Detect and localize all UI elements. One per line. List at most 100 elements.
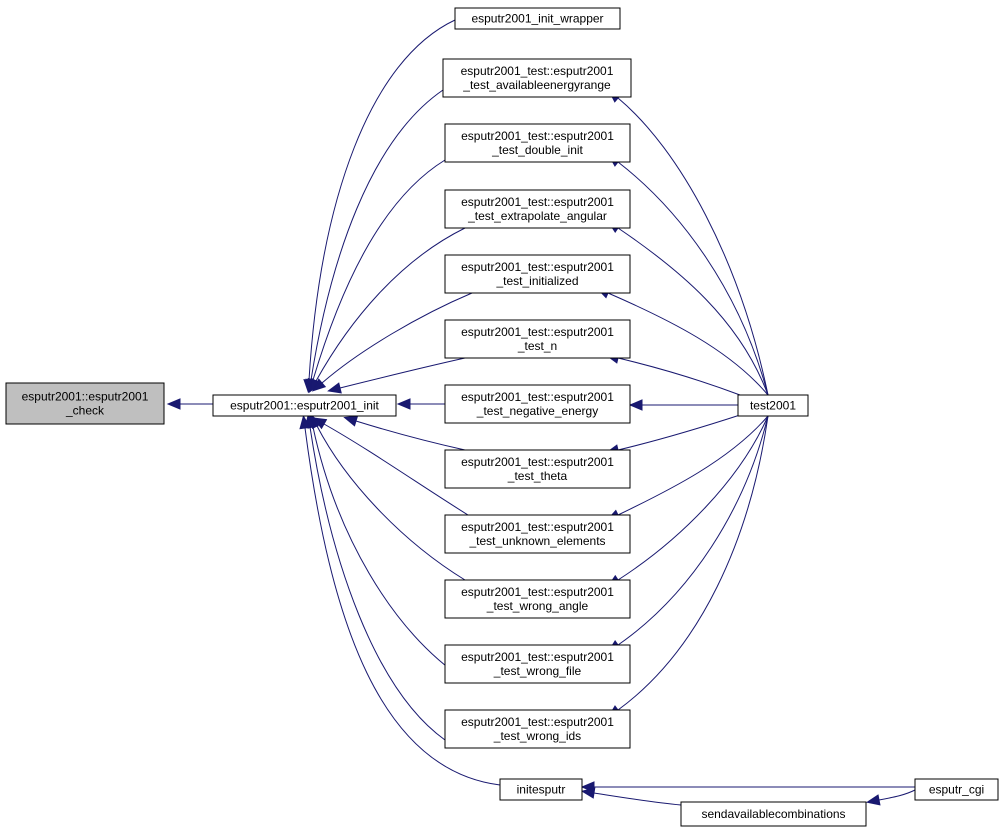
node-t-avail[interactable]: esputr2001_test::esputr2001_test_availab… <box>442 58 632 98</box>
edge-line <box>315 227 466 382</box>
node-box <box>444 579 631 619</box>
node-box <box>444 644 631 684</box>
edge-t_ids-to-init <box>304 413 446 741</box>
edge-test2001-to-t_neg <box>628 399 738 411</box>
node-label-line: _test_wrong_file <box>493 664 582 678</box>
edge-line <box>593 792 682 806</box>
edge-line <box>339 357 466 389</box>
edge-sendavail-to-initesputr <box>580 787 682 806</box>
node-box <box>5 382 165 425</box>
edge-t_theta-to-init <box>343 415 466 451</box>
node-t-neg[interactable]: esputr2001_test::esputr2001_test_negativ… <box>444 384 631 424</box>
node-initesputr[interactable]: initesputr <box>499 778 583 801</box>
edge-test2001-to-t_double <box>607 153 769 396</box>
node-label-line: _test_initialized <box>495 274 578 288</box>
edge-test2001-to-t_angle <box>606 415 769 588</box>
node-t-ids[interactable]: esputr2001_test::esputr2001_test_wrong_i… <box>444 709 631 749</box>
node-t-angle[interactable]: esputr2001_test::esputr2001_test_wrong_a… <box>444 579 631 619</box>
node-label-line: _test_wrong_angle <box>486 599 589 613</box>
node-label-line: esputr2001_test::esputr2001 <box>461 455 614 469</box>
edge-wrapper-to-init <box>303 19 456 394</box>
edge-line <box>304 427 501 786</box>
node-label-line: esputr2001_test::esputr2001 <box>461 325 614 339</box>
node-label-line: esputr2001::esputr2001 <box>22 390 149 404</box>
edge-t_n-to-init <box>327 357 466 394</box>
edge-test2001-to-t_ids <box>607 415 769 718</box>
edge-test2001-to-t_file <box>607 415 769 653</box>
edge-line <box>308 19 456 381</box>
edge-line <box>617 357 741 396</box>
edge-line <box>617 97 769 396</box>
node-label-line: esputr2001_test::esputr2001 <box>461 260 614 274</box>
edge-test2001-to-t_avail <box>607 89 769 396</box>
node-label-line: _check <box>65 404 105 418</box>
edge-t_angle-to-init <box>310 414 466 581</box>
edge-line <box>312 159 446 381</box>
edge-line <box>321 292 473 384</box>
node-init[interactable]: esputr2001::esputr2001_init <box>212 394 397 417</box>
node-t-unk[interactable]: esputr2001_test::esputr2001_test_unknown… <box>444 514 631 554</box>
arrowhead-icon <box>628 399 643 411</box>
node-check[interactable]: esputr2001::esputr2001_check <box>5 382 165 425</box>
node-label-line: esputr2001_test::esputr2001 <box>461 390 614 404</box>
node-box <box>444 384 631 424</box>
node-label-line: esputr2001_init_wrapper <box>471 12 603 26</box>
node-label-line: _test_double_init <box>491 143 583 157</box>
node-box <box>442 58 632 98</box>
node-label-line: _test_negative_energy <box>476 404 598 418</box>
node-t-n[interactable]: esputr2001_test::esputr2001_test_n <box>444 319 631 359</box>
edge-test2001-to-t_extrap <box>607 220 769 396</box>
node-label-line: esputr2001_test::esputr2001 <box>461 64 614 78</box>
edge-line <box>316 425 466 581</box>
edge-t_double-to-init <box>307 159 446 393</box>
node-box <box>444 514 631 554</box>
edge-line <box>617 415 769 516</box>
node-box <box>680 801 867 827</box>
node-test2001[interactable]: test2001 <box>737 394 809 417</box>
node-label-line: esputr2001_test::esputr2001 <box>461 129 614 143</box>
node-label-line: esputr2001_test::esputr2001 <box>461 520 614 534</box>
edge-line <box>355 420 466 451</box>
node-label-line: esputr2001_test::esputr2001 <box>461 650 614 664</box>
edge-line <box>617 161 769 396</box>
edge-esputr_cgi-to-initesputr <box>580 781 915 793</box>
edge-init-to-check <box>166 398 213 410</box>
edge-line <box>617 415 769 646</box>
node-label-line: esputr2001_test::esputr2001 <box>461 195 614 209</box>
arrowhead-icon <box>299 414 311 430</box>
node-label-line: _test_extrapolate_angular <box>467 209 607 223</box>
node-t-double[interactable]: esputr2001_test::esputr2001_test_double_… <box>444 123 631 163</box>
node-box <box>444 709 631 749</box>
node-label-line: esputr2001_test::esputr2001 <box>461 585 614 599</box>
node-label-line: _test_wrong_ids <box>493 729 581 743</box>
node-sendavail[interactable]: sendavailablecombinations <box>680 801 867 827</box>
node-t-initd[interactable]: esputr2001_test::esputr2001_test_initial… <box>444 254 631 294</box>
node-box <box>444 123 631 163</box>
node-t-extrap[interactable]: esputr2001_test::esputr2001_test_extrapo… <box>444 189 631 229</box>
node-esputr-cgi[interactable]: esputr_cgi <box>914 778 999 801</box>
node-box <box>444 319 631 359</box>
node-label-line: _test_n <box>517 339 557 353</box>
node-label-line: _test_theta <box>507 469 568 483</box>
node-box <box>737 394 809 417</box>
edges-layer <box>166 19 916 806</box>
node-label-line: esputr_cgi <box>929 783 984 797</box>
edge-line <box>878 789 916 801</box>
arrowhead-icon <box>166 398 181 410</box>
node-box <box>454 7 621 30</box>
edge-line <box>309 426 446 741</box>
node-label-line: esputr2001::esputr2001_init <box>230 399 379 413</box>
node-t-theta[interactable]: esputr2001_test::esputr2001_test_theta <box>444 449 631 489</box>
node-wrapper[interactable]: esputr2001_init_wrapper <box>454 7 621 30</box>
node-t-file[interactable]: esputr2001_test::esputr2001_test_wrong_f… <box>444 644 631 684</box>
node-label-line: _test_availableenergyrange <box>462 78 611 92</box>
arrowhead-icon <box>865 794 881 806</box>
edge-t_file-to-init <box>307 414 466 681</box>
edge-t_initd-to-init <box>311 292 473 392</box>
edge-line <box>617 414 741 451</box>
node-label-line: test2001 <box>750 399 796 413</box>
edge-line <box>617 227 769 396</box>
edge-t_neg-to-init <box>396 398 445 410</box>
